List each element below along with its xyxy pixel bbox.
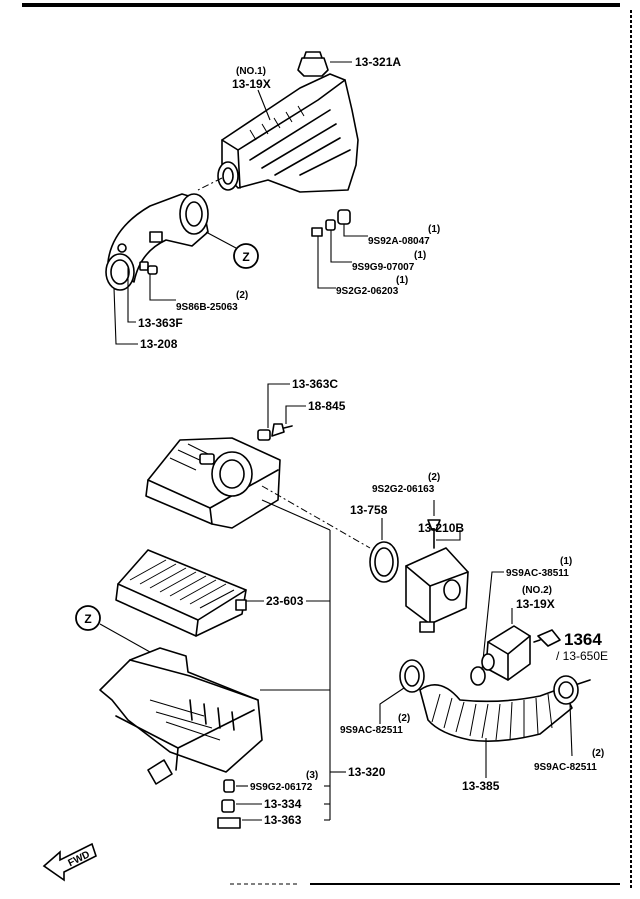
z-label-bottom: Z <box>84 612 91 626</box>
label-13-19x-top-note: (NO.1) <box>236 66 266 77</box>
part-13-19x-resonator-top <box>217 73 359 193</box>
part-13-321a-cap <box>297 51 329 77</box>
label-9s2g2-06203-qty: (1) <box>396 275 408 286</box>
label-13-650e: / 13-650E <box>556 649 608 663</box>
ref-1364-pointer <box>533 629 561 647</box>
label-13-363f: 13-363F <box>138 316 183 330</box>
marker-z-bottom: Z <box>75 605 101 631</box>
part-13-210b-airflow-meter <box>405 547 469 633</box>
label-9s9ac-38511: 9S9AC-38511 <box>506 568 569 579</box>
fasteners-top-right <box>311 209 351 237</box>
label-9s86b: 9S86B-25063 <box>176 302 238 313</box>
label-9s9g9-qty: (1) <box>414 250 426 261</box>
label-9s9ac-82511-right: 9S9AC-82511 <box>534 762 597 773</box>
z-label-top: Z <box>242 250 249 264</box>
label-13-19x-mid-note: (NO.2) <box>522 585 552 596</box>
label-9s2g2-06163-qty: (2) <box>428 472 440 483</box>
part-13-385-hose <box>419 684 573 742</box>
part-23-603-air-filter <box>115 549 247 637</box>
part-13-208-intake-tube <box>105 193 209 291</box>
label-9s9g2-06172: 9S9G2-06172 <box>250 782 313 793</box>
label-13-758: 13-758 <box>350 503 388 517</box>
label-23-603: 23-603 <box>266 594 304 608</box>
label-9s9g9: 9S9G9-07007 <box>352 262 415 273</box>
part-13-320-air-cleaner-lower <box>99 647 263 785</box>
label-9s9ac-82511-right-qty: (2) <box>592 748 604 759</box>
bolts-13-363c <box>257 423 293 441</box>
fwd-label: FWD <box>66 849 91 869</box>
label-13-208: 13-208 <box>140 337 178 351</box>
label-9s2g2-06163: 9S2G2-06163 <box>372 484 435 495</box>
label-9s9ac-82511-left: 9S9AC-82511 <box>340 725 403 736</box>
label-13-320: 13-320 <box>348 765 386 779</box>
label-13-19x-mid: 13-19X <box>516 597 555 611</box>
label-9s92a: 9S92A-08047 <box>368 236 430 247</box>
label-13-321a: 13-321A <box>355 55 401 69</box>
label-13-363c: 13-363C <box>292 377 338 391</box>
fwd-arrow-icon: FWD <box>42 842 97 882</box>
label-9s92a-qty: (1) <box>428 224 440 235</box>
part-air-cleaner-upper <box>145 437 281 529</box>
label-9s9g2-06172-qty: (3) <box>306 770 318 781</box>
label-13-385: 13-385 <box>462 779 500 793</box>
label-13-19x-top: 13-19X <box>232 77 271 91</box>
label-18-845: 18-845 <box>308 399 346 413</box>
label-9s2g2-06203: 9S2G2-06203 <box>336 286 399 297</box>
label-9s9ac-38511-qty: (1) <box>560 556 572 567</box>
part-13-19x-resonator-mid <box>481 625 531 681</box>
fasteners-bottom <box>217 779 241 829</box>
marker-z-top: Z <box>233 243 259 269</box>
label-13-334: 13-334 <box>264 797 302 811</box>
label-9s86b-qty: (2) <box>236 290 248 301</box>
part-13-758-gasket <box>369 541 399 583</box>
label-13-210b: 13-210B <box>418 521 464 535</box>
label-1364: 1364 <box>564 630 602 649</box>
label-13-363: 13-363 <box>264 813 302 827</box>
label-9s9ac-82511-left-qty: (2) <box>398 713 410 724</box>
